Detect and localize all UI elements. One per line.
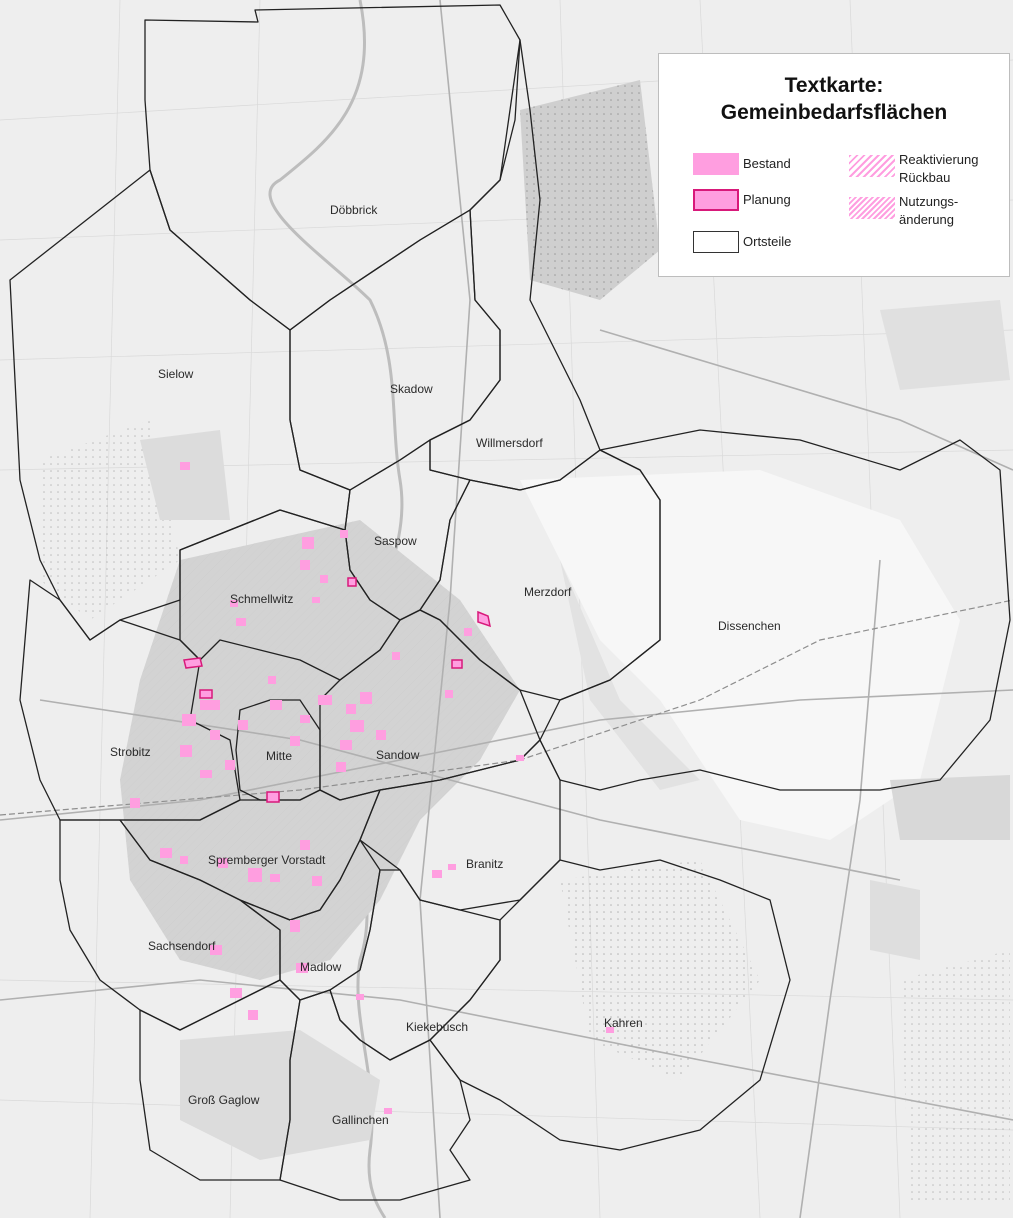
basemap-railway xyxy=(0,599,1013,816)
legend-label-planung: Planung xyxy=(743,192,791,207)
legend-label-reaktivierung-line2: Rückbau xyxy=(899,170,951,185)
place-label-doebbrick: Döbbrick xyxy=(330,203,378,217)
gemeinbedarf-bestand-areas xyxy=(130,462,614,1114)
place-label-gross-gaglow: Groß Gaglow xyxy=(188,1093,260,1107)
legend-label-nutzungsaenderung-line1: Nutzungs- xyxy=(899,194,959,209)
place-label-gallinchen: Gallinchen xyxy=(332,1113,389,1127)
legend-label-nutzungsaenderung-line2: änderung xyxy=(899,212,954,227)
place-label-kiekebusch: Kiekebusch xyxy=(406,1020,468,1034)
legend-title: Textkarte: Gemeinbedarfsflächen xyxy=(659,72,1009,126)
legend-swatch-reaktivierung xyxy=(849,155,895,177)
place-label-sachsendorf: Sachsendorf xyxy=(148,939,216,953)
legend-title-line1: Textkarte: xyxy=(784,74,884,97)
legend-title-line2: Gemeinbedarfsflächen xyxy=(720,101,948,124)
legend-swatch-ortsteile xyxy=(693,231,739,253)
place-label-kahren: Kahren xyxy=(604,1016,643,1030)
place-label-sielow: Sielow xyxy=(158,367,194,381)
legend-swatch-nutzungsaenderung xyxy=(849,197,895,219)
place-label-schmellwitz: Schmellwitz xyxy=(230,592,293,606)
basemap-mine-areas xyxy=(520,300,1010,960)
place-label-dissenchen: Dissenchen xyxy=(718,619,781,633)
place-label-merzdorf: Merzdorf xyxy=(524,585,572,599)
district-boundaries xyxy=(9,4,1011,1201)
legend-label-reaktivierung-line1: Reaktivierung xyxy=(899,152,979,167)
place-label-branitz: Branitz xyxy=(466,857,503,871)
place-label-spremberger-vorstadt: Spremberger Vorstadt xyxy=(208,853,326,867)
place-label-strobitz: Strobitz xyxy=(110,745,151,759)
place-label-saspow: Saspow xyxy=(374,534,417,548)
gemeinbedarf-planung-areas xyxy=(183,577,491,803)
map-legend: Textkarte: Gemeinbedarfsflächen Bestand … xyxy=(658,53,1010,277)
boundary-gallinchen xyxy=(279,989,471,1201)
legend-label-bestand: Bestand xyxy=(743,156,791,171)
boundary-dissenchen xyxy=(539,429,1011,791)
boundary-strobitz xyxy=(19,579,241,821)
place-labels: Döbbrick Sielow Skadow Willmersdorf Sasp… xyxy=(110,203,781,1127)
place-label-willmersdorf: Willmersdorf xyxy=(476,436,543,450)
place-label-mitte: Mitte xyxy=(266,749,292,763)
legend-swatch-planung xyxy=(693,189,739,211)
place-label-sandow: Sandow xyxy=(376,748,420,762)
legend-label-ortsteile: Ortsteile xyxy=(743,234,792,249)
place-label-skadow: Skadow xyxy=(390,382,433,396)
boundary-kahren xyxy=(429,859,791,1151)
place-label-madlow: Madlow xyxy=(300,960,342,974)
legend-swatch-bestand xyxy=(693,153,739,175)
